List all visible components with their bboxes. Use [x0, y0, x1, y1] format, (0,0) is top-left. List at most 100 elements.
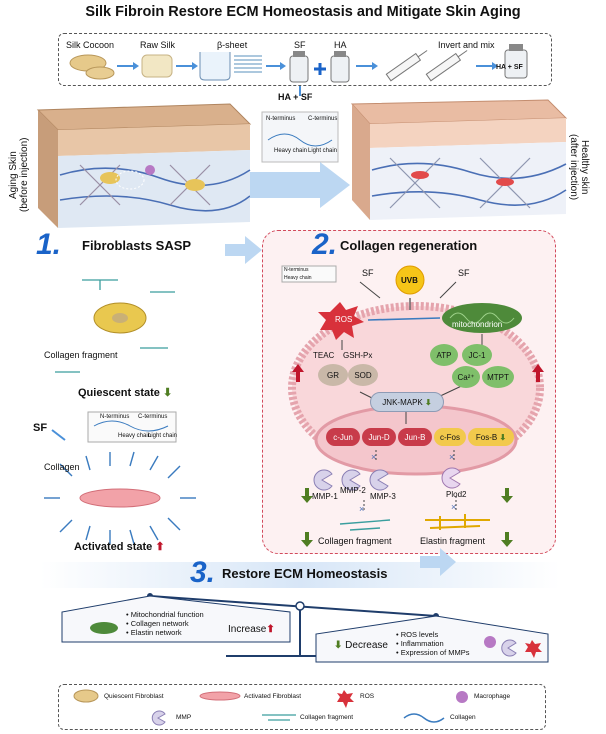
- page-title: Silk Fibroin Restore ECM Homeostasis and…: [85, 4, 521, 20]
- section2-title: Collagen regeneration: [340, 238, 478, 253]
- elastin-fragment-label: Elastin fragment: [420, 536, 486, 546]
- mmp-icon: [341, 469, 361, 491]
- process-panel: [58, 33, 552, 86]
- mmp3-label: MMP-3: [370, 492, 396, 501]
- ca-node: Ca²⁺: [452, 366, 480, 388]
- ros-icon: [318, 302, 364, 340]
- mmp-icon: [313, 469, 333, 491]
- collagen-label: Collagen: [44, 462, 80, 472]
- tf-c-fos: c-Fos: [434, 428, 466, 446]
- s1-chain-heavy: Heavy chain: [118, 433, 152, 439]
- healthy-skin-label: Healthy skin(after injection): [568, 133, 590, 201]
- skin-illustrations: [36, 99, 568, 228]
- injection-arrow: [250, 162, 350, 208]
- legend-mmp: MMP: [176, 714, 192, 721]
- legend-ros: ROS: [360, 693, 375, 700]
- section2-number: 2.: [312, 228, 338, 261]
- sf-left-label: SF: [362, 268, 374, 278]
- collagen-fragment-legend-icon: [262, 714, 296, 721]
- step-raw-silk-label: Raw Silk: [140, 40, 176, 50]
- activated-state-label: Activated state ⬆: [74, 541, 165, 553]
- tf-jun-b: Jun-B: [398, 428, 432, 446]
- mtpt-node: MTPT: [482, 366, 514, 388]
- teac-label: TEAC: [313, 351, 335, 360]
- mitochondrion-label: mitochondrion: [452, 320, 503, 329]
- tf-jun-d: Jun-D: [362, 428, 396, 446]
- uvb-sun-icon: [395, 265, 425, 295]
- macrophage-icon: [145, 165, 155, 175]
- activated-fibroblast-legend-icon: [199, 691, 241, 701]
- s1-chain-n: N-terminus: [100, 414, 130, 420]
- legend-collagen: Collagen: [450, 714, 476, 721]
- step-beta-sheet-label: β-sheet: [217, 40, 248, 50]
- cocoon-icon: [85, 66, 115, 80]
- jnk-mapk-node: JNK-MAPK ⬇: [370, 392, 444, 412]
- increase-item: • Collagen network: [126, 619, 189, 628]
- macrophage-legend-icon: [456, 691, 468, 703]
- svg-text:×: ×: [371, 452, 376, 462]
- syringe-icon: [385, 50, 428, 82]
- svg-text:×: ×: [359, 504, 364, 514]
- fibroblast-icon: [185, 179, 205, 191]
- process-illustrations: [69, 44, 528, 96]
- section3-band: [40, 562, 560, 588]
- increase-item: • Mitochondrial function: [126, 610, 204, 619]
- increase-label: Increase⬆: [228, 624, 275, 635]
- plod2-label: Plod2: [446, 490, 467, 499]
- section3-scale: [61, 548, 549, 663]
- s2-chain-n: N-terminus: [284, 267, 309, 273]
- gsh-px-label: GSH-Px: [343, 351, 373, 360]
- legend-macrophage: Macrophage: [474, 693, 511, 700]
- atp-node: ATP: [430, 344, 458, 366]
- decrease-item: • Inflammation: [396, 639, 444, 648]
- chain-c-terminus: C-terminus: [308, 116, 338, 122]
- s2-chain-heavy: Heavy chain: [284, 275, 312, 281]
- tf-c-jun: c-Jun: [326, 428, 360, 446]
- fibroblast-icon: [100, 172, 120, 184]
- gr-node: GR: [318, 364, 348, 386]
- quiescent-state-label: Quiescent state ⬇: [78, 387, 173, 399]
- syringe-icon: [425, 50, 468, 82]
- svg-text:×: ×: [451, 502, 456, 512]
- s2-collagen-fragment-label: Collagen fragment: [318, 536, 392, 546]
- s1-chain-light: Light chain: [148, 433, 178, 439]
- mmp1-label: MMP-1: [312, 492, 338, 501]
- sf-label-section1: SF: [33, 422, 48, 434]
- beaker-icon: [199, 52, 231, 81]
- mmp-legend-icon: [151, 710, 166, 726]
- mmp2-label: MMP-2: [340, 486, 366, 495]
- mmp-icon: [501, 639, 517, 657]
- section1-illustrations: [44, 236, 262, 545]
- mmp-icon: [441, 467, 461, 489]
- mmp-icon: [369, 469, 389, 491]
- step-sf-label: SF: [294, 40, 306, 50]
- activated-fibroblast-icon: [79, 488, 161, 508]
- mitochondrion-icon: [90, 622, 118, 634]
- raw-silk-icon: [141, 54, 173, 78]
- collagen-legend-icon: [403, 713, 445, 723]
- decrease-list: • ROS levels • Inflammation • Expression…: [396, 630, 470, 657]
- decrease-label: ⬇ Decrease: [334, 640, 388, 651]
- s1-chain-c: C-terminus: [138, 414, 168, 420]
- ros-legend-icon: [337, 690, 354, 708]
- chain-n-terminus: N-terminus: [266, 116, 296, 122]
- chain-light: Light chain: [308, 148, 338, 154]
- jc1-node: JC-1: [462, 344, 492, 366]
- ha-sf-label: HA + SF: [278, 92, 313, 102]
- section3-number: 3.: [190, 556, 216, 589]
- section1-number: 1.: [36, 228, 62, 261]
- sf-right-label: SF: [458, 268, 470, 278]
- quiescent-fibroblast-legend-icon: [73, 689, 99, 703]
- step-ha-label: HA: [334, 40, 347, 50]
- collagen-fragment-label: Collagen fragment: [44, 350, 118, 360]
- aging-skin-block: [36, 103, 252, 228]
- section3-title: Restore ECM Homeostasis: [222, 566, 388, 581]
- ros-label: ROS: [335, 315, 353, 324]
- legend-panel: [58, 684, 546, 730]
- decrease-item: • ROS levels: [396, 630, 439, 639]
- chain-heavy: Heavy chain: [274, 148, 308, 154]
- section1-title: Fibroblasts SASP: [82, 238, 192, 253]
- step-silk-cocoon-label: Silk Cocoon: [66, 40, 115, 50]
- legend-activated: Activated Fibroblast: [244, 693, 302, 700]
